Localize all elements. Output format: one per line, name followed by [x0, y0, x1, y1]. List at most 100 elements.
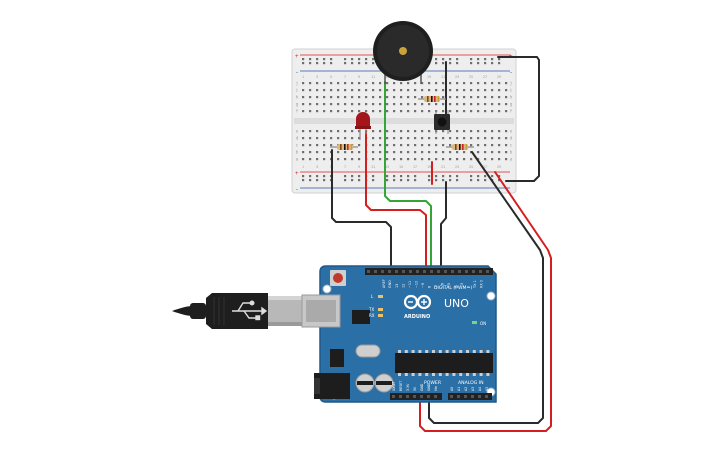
header-pin: [464, 395, 467, 398]
breadboard-hole: [344, 96, 347, 99]
breadboard-hole: [442, 130, 445, 133]
breadboard-hole: [463, 151, 466, 154]
breadboard-hole: [421, 96, 424, 99]
breadboard-hole: [330, 62, 333, 65]
breadboard-hole: [414, 137, 417, 140]
chip-pin: [404, 373, 408, 376]
breadboard-hole: [484, 62, 487, 65]
breadboard-hole: [449, 103, 452, 106]
breadboard-hole: [470, 103, 473, 106]
power-pin-label: IOREF: [392, 381, 396, 391]
breadboard-hole: [316, 89, 319, 92]
breadboard-hole: [477, 151, 480, 154]
breadboard-hole: [323, 158, 326, 161]
breadboard-hole: [386, 96, 389, 99]
breadboard-hole: [484, 151, 487, 154]
arduino-infinity-logo-icon: [403, 294, 432, 310]
analog-pin-label: A5: [485, 387, 489, 391]
breadboard-hole: [407, 175, 410, 178]
wire-black-left-resistor: [331, 149, 392, 269]
breadboard-hole: [344, 151, 347, 154]
breadboard-hole: [463, 103, 466, 106]
breadboard-hole: [442, 158, 445, 161]
breadboard-hole: [449, 158, 452, 161]
breadboard-hole: [365, 110, 368, 113]
breadboard-hole: [484, 175, 487, 178]
breadboard-hole: [484, 130, 487, 133]
breadboard-hole: [386, 110, 389, 113]
breadboard-hole: [449, 58, 452, 61]
chip-pin: [411, 373, 415, 376]
digital-pin-label: 2: [467, 286, 471, 288]
breadboard-hole: [428, 137, 431, 140]
brand-label: ARDUINO: [404, 314, 430, 320]
header-pin: [388, 270, 391, 273]
header-pin: [420, 395, 423, 398]
breadboard-hole: [456, 58, 459, 61]
breadboard-row-letter: g: [296, 102, 299, 107]
breadboard-hole: [470, 110, 473, 113]
breadboard-hole: [400, 96, 403, 99]
chip-pin: [432, 373, 435, 376]
breadboard-column-number: 11: [371, 165, 375, 169]
breadboard-column-number: 27: [483, 75, 487, 79]
chip-pin: [486, 373, 490, 376]
breadboard-hole: [351, 175, 354, 178]
breadboard-hole: [449, 151, 452, 154]
breadboard-hole: [400, 110, 403, 113]
breadboard-row-letter: g: [510, 102, 513, 107]
breadboard-hole: [351, 58, 354, 61]
digital-pin-label: ~11: [408, 281, 412, 288]
breadboard-hole: [309, 96, 312, 99]
header-pin: [423, 270, 426, 273]
header-pin: [485, 395, 488, 398]
breadboard-hole: [365, 58, 368, 61]
breadboard-row-letter: c: [510, 143, 513, 148]
breadboard-hole: [330, 144, 333, 147]
breadboard-hole: [351, 158, 354, 161]
breadboard-hole: [435, 62, 438, 65]
breadboard-hole: [449, 89, 452, 92]
breadboard-hole: [484, 82, 487, 85]
breadboard-hole: [456, 96, 459, 99]
breadboard-column-number: 23: [455, 165, 459, 169]
breadboard-hole: [435, 175, 438, 178]
breadboard-hole: [386, 130, 389, 133]
breadboard-column-number: 13: [385, 165, 389, 169]
breadboard-hole: [323, 58, 326, 61]
usb-symbol-icon: [232, 300, 268, 321]
breadboard-hole: [309, 103, 312, 106]
breadboard-hole: [498, 110, 501, 113]
breadboard-hole: [393, 82, 396, 85]
chip-pin: [445, 350, 449, 353]
breadboard-hole: [428, 179, 431, 182]
on-led-label: ON: [480, 321, 486, 326]
resistor-right: [446, 144, 474, 150]
breadboard-hole: [316, 137, 319, 140]
breadboard-hole: [337, 158, 340, 161]
breadboard-hole: [498, 82, 501, 85]
breadboard-hole: [309, 110, 312, 113]
header-pin: [416, 270, 419, 273]
breadboard-hole: [435, 137, 438, 140]
header-pin: [478, 395, 481, 398]
breadboard-hole: [421, 137, 424, 140]
breadboard-hole: [323, 179, 326, 182]
breadboard-hole: [358, 103, 361, 106]
chip-pin: [418, 373, 422, 376]
breadboard-column-number: 11: [371, 75, 375, 79]
breadboard-hole: [379, 151, 382, 154]
breadboard-hole: [498, 179, 501, 182]
breadboard-hole: [428, 158, 431, 161]
breadboard-row-letter: i: [510, 88, 513, 93]
breadboard-row-letter: a: [296, 157, 299, 162]
breadboard-column-number: 19: [427, 75, 431, 79]
breadboard-column-number: 15: [399, 165, 403, 169]
breadboard-hole: [428, 175, 431, 178]
breadboard-hole: [477, 62, 480, 65]
breadboard-hole: [400, 144, 403, 147]
wire-black-gnd: [440, 181, 447, 269]
